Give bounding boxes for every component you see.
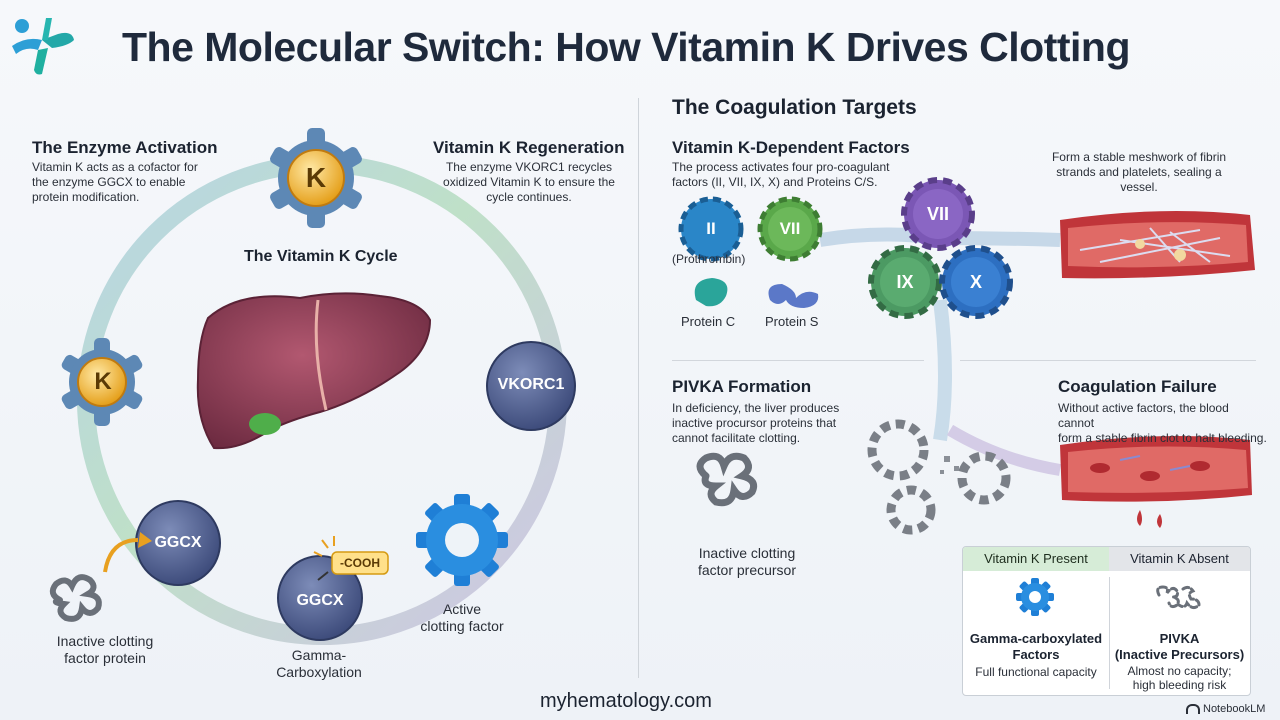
gamma-carboxylation-label: Gamma- Carboxylation [276, 647, 362, 680]
factor-vii-top-label: VII [926, 204, 949, 224]
factor-x-gear [939, 245, 1013, 319]
factor-vii-gear [757, 196, 823, 262]
vitamin-k-gear-left [61, 338, 143, 426]
pivka-title: PIVKA Formation [672, 377, 812, 396]
vkorc1-enzyme [486, 341, 576, 431]
liver-illustration [196, 292, 432, 450]
cooh-badge [331, 551, 389, 575]
precursor-squiggle [696, 452, 758, 507]
protein-c-label: Protein C [681, 314, 736, 329]
failure-text: Without active factors, the blood cannot… [1058, 401, 1267, 445]
ggcx-label-bottom: GGCX [296, 592, 344, 609]
inactive-protein-squiggle [49, 574, 102, 622]
enzyme-activation-text: Vitamin K acts as a cofactor for the enz… [32, 160, 198, 204]
inactive-protein-label: Inactive clotting factor protein [56, 633, 154, 666]
k-label-top: K [305, 162, 327, 193]
factor-vii-active-gear [901, 177, 975, 251]
regeneration-title: Vitamin K Regeneration [433, 138, 625, 157]
vessel-clot-illustration [1060, 211, 1255, 279]
active-clotting-factor-gear [416, 494, 508, 586]
vitamin-k-cycle-diagram [49, 128, 576, 645]
active-gear-icon [1016, 578, 1054, 616]
ggcx-enzyme-left [135, 500, 221, 586]
present-desc: Full functional capacity [975, 665, 1097, 679]
coagulation-diagram [678, 177, 1255, 535]
section-divider [638, 98, 639, 678]
cooh-label: -COOH [340, 556, 380, 570]
pivka-squiggle-icon [1156, 585, 1201, 610]
notebooklm-badge: NotebookLM [1186, 703, 1265, 715]
notebooklm-label: NotebookLM [1203, 703, 1266, 715]
factor-ii-gear [678, 196, 744, 262]
table-header-absent: Vitamin K Absent [1109, 547, 1250, 571]
precursor-label: Inactive clotting factor precursor [697, 545, 797, 578]
regeneration-text: The enzyme VKORC1 recycles oxidized Vita… [443, 160, 615, 204]
notebooklm-icon [1186, 704, 1200, 715]
failure-title: Coagulation Failure [1058, 377, 1217, 396]
dependent-factors-text: The process activates four pro-coagulant… [672, 160, 890, 189]
site-url: myhematology.com [540, 690, 712, 712]
cycle-title: The Vitamin K Cycle [244, 248, 398, 265]
absent-name: PIVKA (Inactive Precursors) [1114, 631, 1245, 662]
factor-ix-gear [868, 245, 942, 319]
factor-vii-label: VII [779, 219, 801, 238]
present-name: Gamma-carboxylated Factors [969, 631, 1103, 662]
pivka-text: In deficiency, the liver produces inacti… [672, 401, 840, 445]
app-logo [12, 18, 74, 75]
vkorc1-label: VKORC1 [497, 376, 565, 393]
prothrombin-label: (Prothrombin) [672, 252, 746, 266]
dependent-factors-title: Vitamin K-Dependent Factors [672, 138, 910, 157]
enzyme-activation-title: The Enzyme Activation [32, 138, 218, 157]
comparison-table: Vitamin K Present Vitamin K Absent Gamma… [962, 546, 1251, 696]
coagulation-targets-title: The Coagulation Targets [672, 96, 917, 119]
vessel-bleeding-illustration [1060, 436, 1252, 528]
factor-x-label: X [969, 272, 982, 292]
table-header-present: Vitamin K Present [963, 547, 1109, 571]
vitamin-k-gear-top [270, 128, 362, 228]
protein-s-shape [768, 284, 819, 308]
protein-c-shape [694, 278, 728, 307]
ggcx-label-left: GGCX [154, 534, 202, 551]
factor-ii-label: II [706, 219, 716, 238]
protein-s-label: Protein S [765, 314, 819, 329]
meshwork-text: Form a stable meshwork of fibrin strands… [1051, 150, 1227, 194]
k-label-left: K [94, 368, 112, 395]
absent-desc: Almost no capacity; high bleeding risk [1127, 664, 1232, 692]
separator-right [960, 360, 1256, 361]
broken-gears [867, 419, 1011, 535]
active-factor-label: Active clotting factor [420, 601, 504, 634]
separator-left [672, 360, 924, 361]
factor-ix-label: IX [896, 272, 914, 292]
table-divider [1109, 577, 1110, 689]
activation-arrow [103, 538, 139, 573]
page-title: The Molecular Switch: How Vitamin K Driv… [122, 24, 1131, 70]
